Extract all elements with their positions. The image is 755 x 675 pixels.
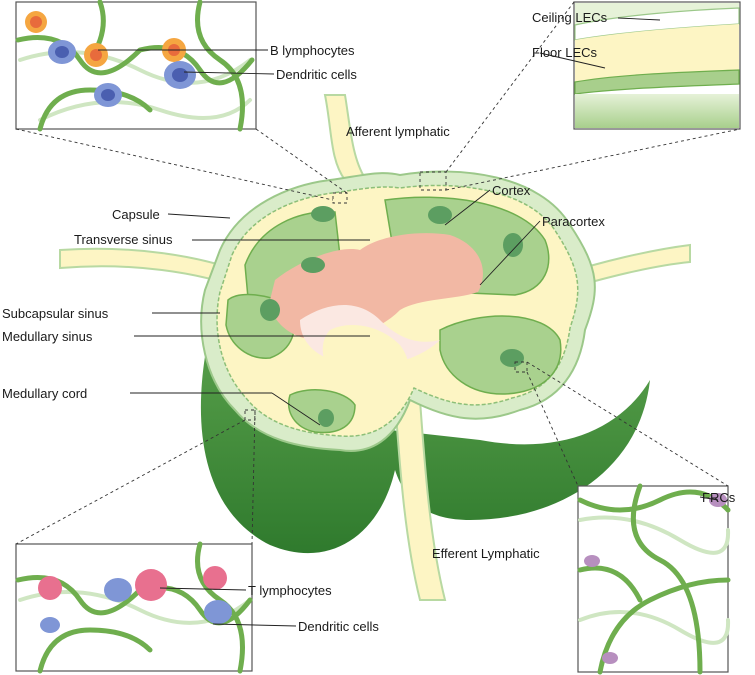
t-lymphocyte-3 [203, 566, 227, 590]
t-lymphocyte-2 [135, 569, 167, 601]
follicle-1 [311, 206, 335, 222]
label-afferent-lymphatic: Afferent lymphatic [346, 124, 450, 139]
inset-b-cells [15, 0, 257, 132]
sinus-lumen-inset [575, 24, 739, 82]
label-efferent-lymphatic: Efferent Lymphatic [432, 546, 540, 561]
follicle-3 [301, 257, 325, 273]
label-subcapsular-sinus: Subcapsular sinus [2, 306, 109, 321]
follicle-6 [500, 349, 524, 367]
medullary-sinus [322, 325, 409, 397]
label-transverse-sinus: Transverse sinus [74, 232, 173, 247]
inset-connectors [15, 1, 741, 545]
label-paracortex: Paracortex [542, 214, 605, 229]
label-cortex: Cortex [492, 183, 531, 198]
frc-2 [584, 555, 600, 567]
label-b-lymphocytes: B lymphocytes [270, 43, 355, 58]
label-t-lymphocytes: T lymphocytes [248, 583, 332, 598]
frc-3 [602, 652, 618, 664]
lymph-node [59, 94, 691, 601]
labels: B lymphocytes Dendritic cells Ceiling LE… [2, 10, 736, 634]
label-frcs: FRCs [702, 490, 736, 505]
label-dendritic-cells-bottom: Dendritic cells [298, 619, 379, 634]
label-capsule: Capsule [112, 207, 160, 222]
floor-lec-layer [574, 69, 740, 95]
label-floor-lecs: Floor LECs [532, 45, 598, 60]
dendritic-cell-4 [104, 578, 132, 602]
label-medullary-cord: Medullary cord [2, 386, 87, 401]
follicle-4 [503, 233, 523, 257]
leader-lines [98, 17, 719, 627]
follicle-2 [428, 206, 452, 224]
follicle-5 [260, 299, 280, 321]
cortex-lobe-right [439, 315, 562, 395]
efferent-vessel [393, 399, 447, 601]
inset-t-cells [15, 541, 253, 674]
label-medullary-sinus: Medullary sinus [2, 329, 93, 344]
label-ceiling-lecs: Ceiling LECs [532, 10, 608, 25]
label-dendritic-cells-top: Dendritic cells [276, 67, 357, 82]
inset-frcs [577, 483, 731, 675]
t-lymphocyte-1 [38, 576, 62, 600]
follicle-7 [318, 409, 334, 427]
inset-lecs [573, 1, 741, 130]
dendritic-cell-5 [204, 600, 232, 624]
dendritic-cell-6 [40, 617, 60, 633]
node-shell-3d [200, 330, 650, 554]
